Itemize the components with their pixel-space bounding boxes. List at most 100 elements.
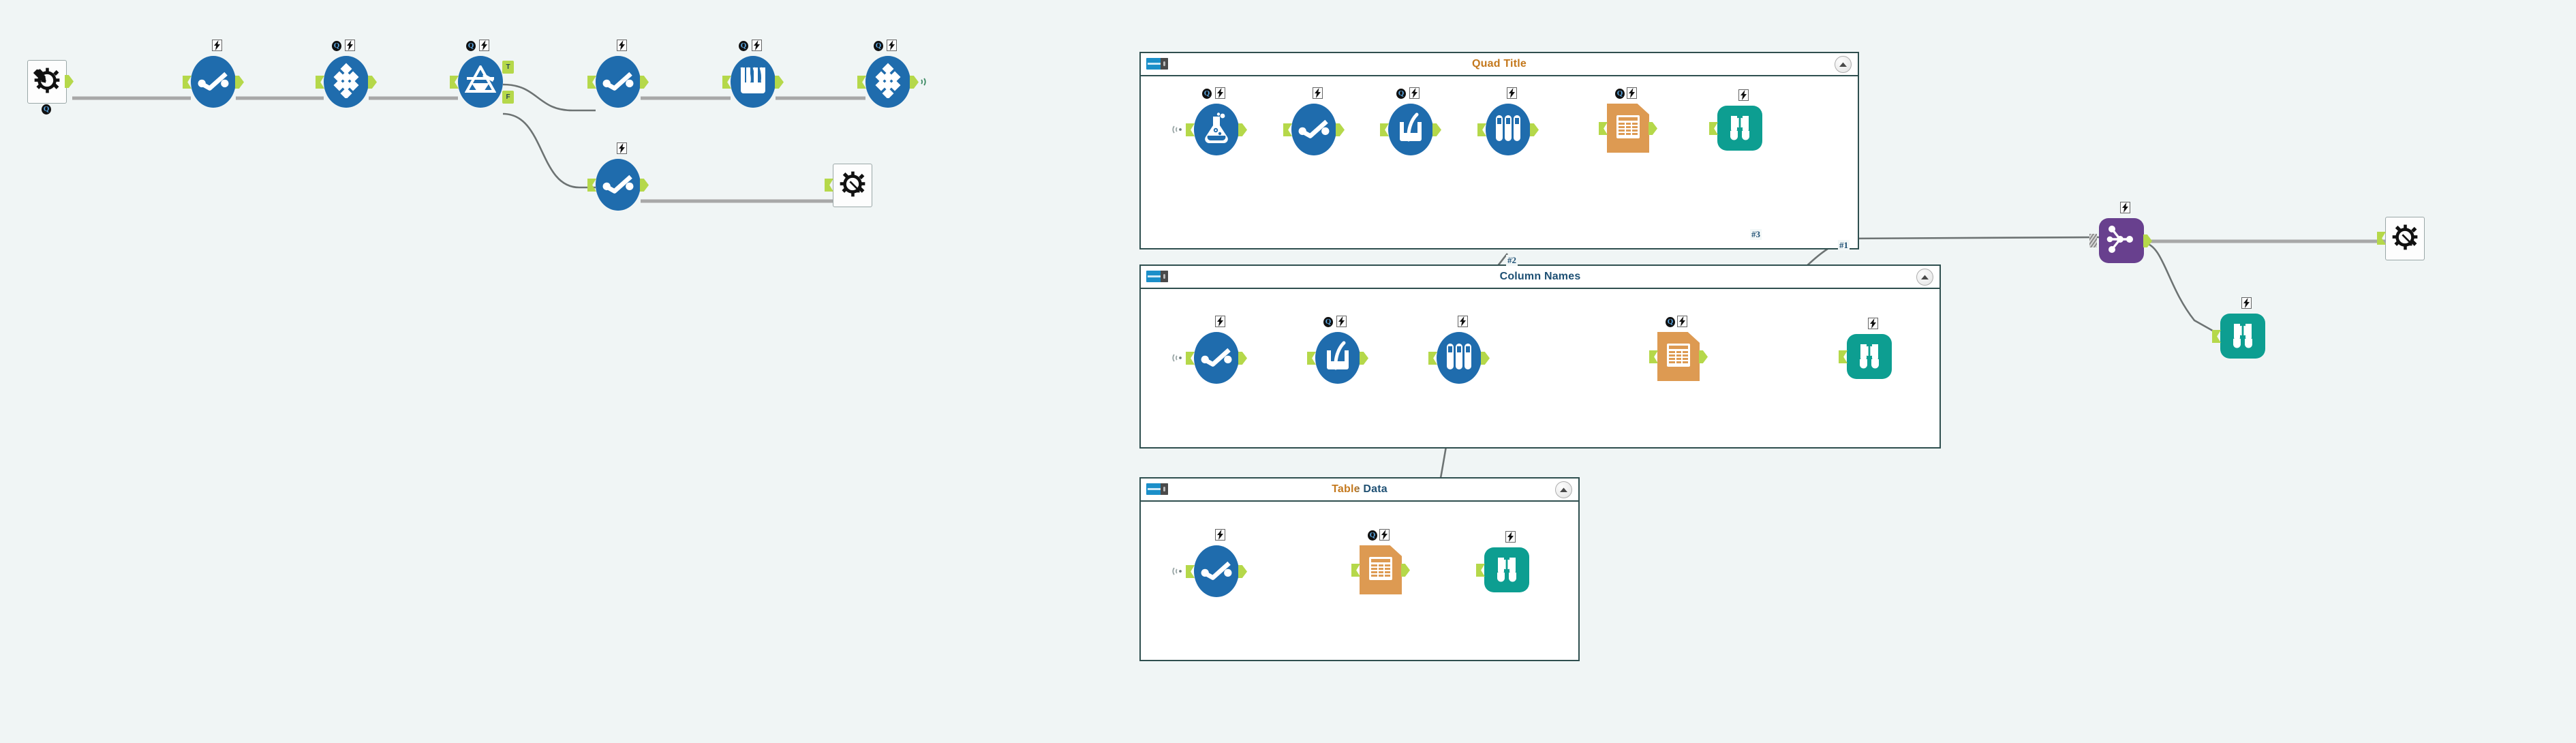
connection-label[interactable]: #2: [1506, 255, 1518, 266]
input-anchor[interactable]: [183, 76, 191, 89]
output-anchor[interactable]: [368, 76, 377, 89]
output-anchor[interactable]: [910, 76, 919, 89]
table-report-icon-body[interactable]: [1360, 545, 1402, 594]
browse-binoculars-icon-body[interactable]: [1717, 106, 1762, 151]
browse-binoculars-icon-body[interactable]: [1484, 547, 1529, 592]
input-anchor[interactable]: [1599, 122, 1608, 135]
output-anchor-true[interactable]: T: [502, 61, 514, 74]
input-anchor[interactable]: [1428, 352, 1437, 365]
input-anchor[interactable]: [1380, 123, 1389, 136]
macro-input-icon-body[interactable]: [27, 60, 67, 104]
tool-node-select-checkline[interactable]: [1172, 316, 1247, 384]
output-anchor[interactable]: [775, 76, 784, 89]
tool-node-browse-binoculars[interactable]: [2212, 297, 2265, 359]
tool-node-flask-bubbles[interactable]: Q: [1172, 87, 1247, 155]
macro-output-icon-body[interactable]: [2385, 217, 2425, 260]
tool-node-select-checkline[interactable]: [183, 40, 244, 108]
output-anchor-false[interactable]: F: [502, 91, 514, 104]
tool-node-join-multiple[interactable]: [2089, 202, 2152, 263]
table-report-icon-body[interactable]: [1657, 332, 1700, 381]
flask-bubbles-icon-body[interactable]: [1194, 104, 1239, 155]
test-tubes-icon-body[interactable]: [1486, 104, 1531, 155]
tool-node-table-report[interactable]: Q: [1351, 529, 1410, 594]
browse-binoculars-icon-body[interactable]: [2220, 314, 2265, 359]
container-header[interactable]: Column Names: [1141, 266, 1939, 289]
table-report-icon-body[interactable]: [1607, 104, 1649, 153]
enable-toggle-icon[interactable]: [1146, 483, 1168, 495]
input-anchor[interactable]: [1649, 350, 1658, 363]
filter-funnel-icon-body[interactable]: [458, 56, 503, 108]
tool-node-macro-output[interactable]: [825, 164, 872, 207]
container-header[interactable]: Table Data: [1141, 479, 1578, 502]
connection-wire[interactable]: [502, 83, 596, 112]
connection-wire[interactable]: [2143, 241, 2217, 334]
input-anchor[interactable]: [2212, 330, 2221, 343]
beaker-stir-icon-body[interactable]: [1315, 332, 1360, 384]
tool-node-browse-binoculars[interactable]: [1709, 89, 1762, 151]
input-anchor[interactable]: [857, 76, 866, 89]
output-anchor[interactable]: [2143, 234, 2152, 247]
select-checkline-icon-body[interactable]: [191, 56, 236, 108]
input-anchor[interactable]: [1476, 564, 1485, 577]
select-checkline-icon-body[interactable]: [1194, 545, 1239, 597]
input-anchor[interactable]: [722, 76, 731, 89]
tool-node-beaker-stir[interactable]: Q: [1307, 316, 1368, 384]
tool-node-sort-diamonds[interactable]: Q: [857, 40, 926, 108]
input-anchor[interactable]: [1307, 352, 1316, 365]
input-anchor-wide[interactable]: [2089, 234, 2097, 247]
macro-output-icon-body[interactable]: [833, 164, 872, 207]
sort-diamonds-icon-body[interactable]: [865, 56, 910, 108]
input-anchor[interactable]: [316, 76, 324, 89]
output-anchor[interactable]: [235, 76, 244, 89]
input-anchor[interactable]: [1186, 565, 1195, 578]
tool-node-macro-output[interactable]: [2377, 217, 2425, 260]
connection-wire[interactable]: [502, 112, 596, 189]
output-anchor[interactable]: [640, 76, 649, 89]
input-anchor[interactable]: [1709, 122, 1718, 135]
tool-node-test-tubes[interactable]: [1477, 87, 1539, 155]
tool-node-macro-input[interactable]: Q: [27, 60, 74, 115]
select-checkline-icon-body[interactable]: [1291, 104, 1336, 155]
tool-node-table-report[interactable]: Q: [1649, 316, 1708, 381]
input-anchor[interactable]: [1839, 350, 1847, 363]
container-header[interactable]: Quad Title: [1141, 53, 1858, 76]
input-anchor[interactable]: [450, 76, 459, 89]
chevron-up-icon[interactable]: [1555, 481, 1572, 498]
beaker-stir-icon-body[interactable]: [1388, 104, 1433, 155]
tool-node-select-checkline[interactable]: [1172, 529, 1247, 597]
enable-toggle-icon[interactable]: [1146, 58, 1168, 70]
select-checkline-icon-body[interactable]: [596, 56, 641, 108]
output-anchor[interactable]: [640, 179, 649, 192]
input-anchor[interactable]: [1477, 123, 1486, 136]
browse-binoculars-icon-body[interactable]: [1847, 334, 1892, 379]
join-multiple-icon-body[interactable]: [2099, 218, 2144, 263]
connection-label[interactable]: #3: [1750, 229, 1762, 240]
multi-row-formula-icon-body[interactable]: [731, 56, 776, 108]
tool-node-multi-row-formula[interactable]: Q: [722, 40, 784, 108]
input-anchor[interactable]: [2377, 232, 2386, 245]
output-anchor[interactable]: [65, 75, 74, 88]
tool-node-test-tubes[interactable]: [1428, 316, 1490, 384]
input-anchor[interactable]: [1351, 564, 1360, 577]
input-anchor[interactable]: [825, 179, 833, 192]
input-anchor[interactable]: [587, 76, 596, 89]
input-anchor[interactable]: [1186, 123, 1195, 136]
input-anchor[interactable]: [1283, 123, 1292, 136]
input-anchor[interactable]: [587, 179, 596, 192]
select-checkline-icon-body[interactable]: [596, 159, 641, 211]
sort-diamonds-icon-body[interactable]: [324, 56, 369, 108]
connection-wire[interactable]: [1839, 236, 2100, 240]
connection-label[interactable]: #1: [1838, 240, 1850, 251]
enable-toggle-icon[interactable]: [1146, 271, 1168, 282]
tool-node-browse-binoculars[interactable]: [1839, 318, 1892, 379]
input-anchor[interactable]: [1186, 352, 1195, 365]
tool-node-browse-binoculars[interactable]: [1476, 531, 1529, 592]
tool-node-sort-diamonds[interactable]: Q: [316, 40, 377, 108]
chevron-up-icon[interactable]: [1916, 269, 1933, 286]
select-checkline-icon-body[interactable]: [1194, 332, 1239, 384]
test-tubes-icon-body[interactable]: [1437, 332, 1482, 384]
tool-node-select-checkline[interactable]: [587, 142, 649, 211]
chevron-up-icon[interactable]: [1835, 56, 1852, 73]
tool-node-beaker-stir[interactable]: Q: [1380, 87, 1441, 155]
